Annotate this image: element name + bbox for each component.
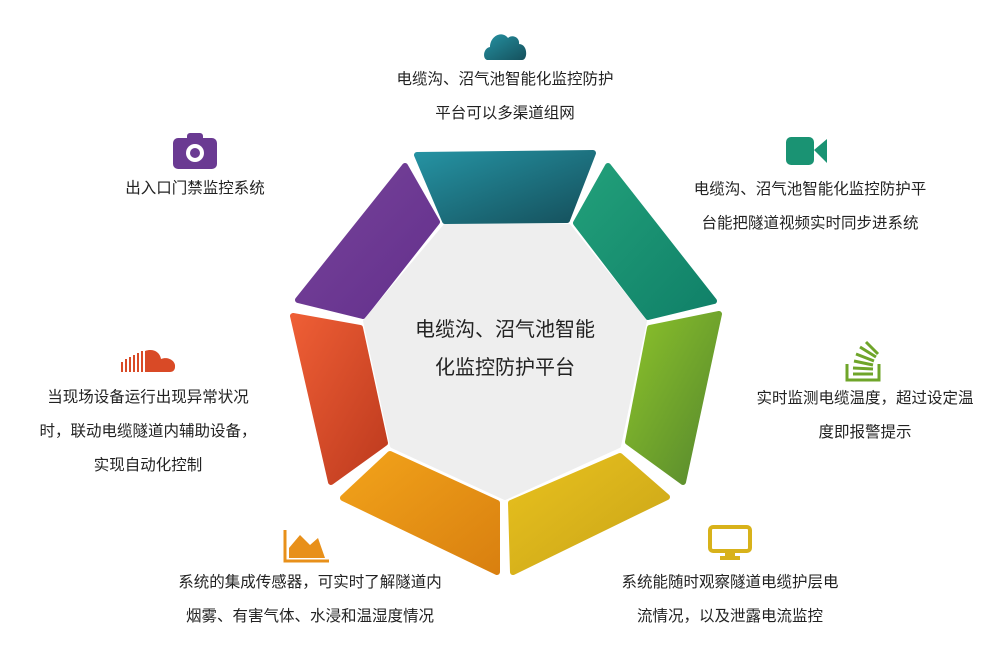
label-top-left: 出入口门禁监控系统 [95,171,295,205]
segment-left [290,313,388,485]
label-line: 出入口门禁监控系统 [125,179,265,197]
label-line: 度即报警提示 [818,423,912,441]
video-camera-icon [786,137,827,165]
segment-bottom-right [508,453,670,575]
label-top: 电缆沟、沼气池智能化监控防护平台可以多渠道组网 [355,62,655,130]
center-title-line2: 化监控防护平台 [435,355,575,379]
label-line: 台能把隧道视频实时同步进系统 [701,214,919,232]
center-title-line1: 电缆沟、沼气池智能 [415,317,595,341]
label-line: 系统能随时观察隧道电缆护层电 [621,573,839,591]
label-line: 烟雾、有害气体、水浸和温湿度情况 [185,607,434,625]
center-title: 电缆沟、沼气池智能 化监控防护平台 [380,310,630,386]
label-left: 当现场设备运行出现异常状况时，联动电缆隧道内辅助设备， 实现自动化控制 [0,380,296,482]
label-bottom-left: 系统的集成传感器，可实时了解隧道内烟雾、有害气体、水浸和温湿度情况 [140,565,480,633]
label-right: 实时监测电缆温度，超过设定温度即报警提示 [720,381,1008,449]
stack-icon [845,340,881,382]
label-line: 电缆沟、沼气池智能化监控防护平 [693,180,927,198]
label-line: 电缆沟、沼气池智能化监控防护 [396,70,614,88]
segment-bottom-left [340,451,500,575]
area-chart-icon [283,530,329,563]
soundcloud-icon [121,349,176,372]
camera-icon [173,133,217,169]
label-line: 当现场设备运行出现异常状况 [47,388,249,406]
label-top-right: 电缆沟、沼气池智能化监控防护平台能把隧道视频实时同步进系统 [660,172,960,240]
label-line: 平台可以多渠道组网 [435,104,575,122]
label-bottom-right: 系统能随时观察隧道电缆护层电流情况，以及泄露电流监控 [580,565,880,633]
label-line: 流情况，以及泄露电流监控 [636,607,823,625]
cloud-icon [484,34,527,60]
label-line: 时，联动电缆隧道内辅助设备， [39,422,257,440]
segment-top-left [295,163,440,319]
segment-top [414,150,596,224]
center-heptagon [363,224,647,500]
label-line: 系统的集成传感器，可实时了解隧道内 [178,573,442,591]
segment-right [625,311,722,485]
label-line: 实现自动化控制 [93,456,203,474]
monitor-icon [708,525,752,560]
label-line: 实时监测电缆温度，超过设定温 [756,389,974,407]
segment-top-right [573,163,717,320]
